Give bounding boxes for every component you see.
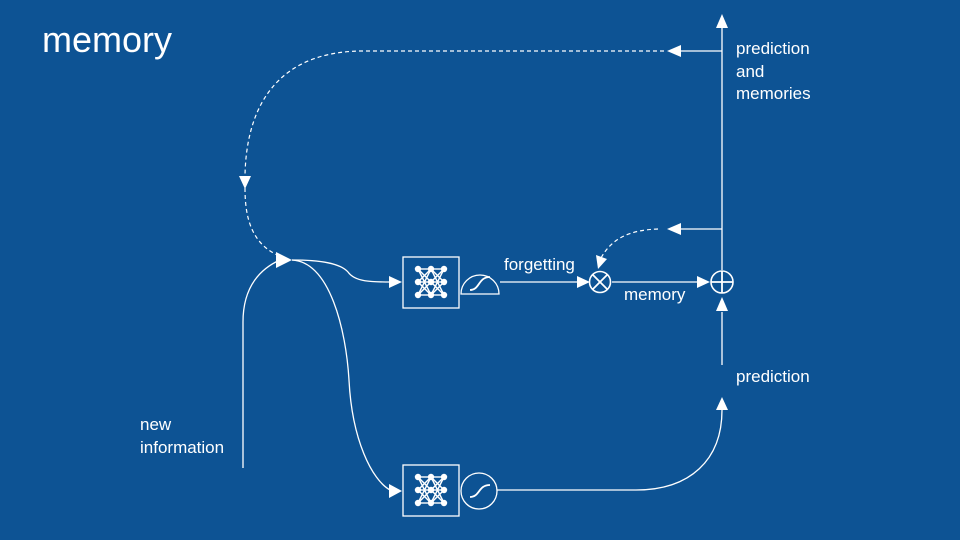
arrowhead-top-left	[667, 45, 681, 57]
sigmoid-icon	[460, 472, 498, 510]
arrowhead-predict-gate	[389, 484, 402, 498]
label-prediction: prediction	[736, 367, 810, 386]
label-new-information: new information	[140, 415, 225, 457]
arrowhead-junction	[276, 252, 292, 268]
prediction-line	[497, 409, 723, 491]
arrowheads	[239, 14, 728, 498]
to-predict-gate-line	[291, 259, 391, 491]
neural-network-icon	[402, 464, 460, 517]
sigmoid-icon	[460, 274, 500, 295]
arrowhead-mid-left	[667, 223, 681, 235]
neural-network-icon	[402, 256, 460, 309]
top-feedback-dashed	[244, 50, 664, 176]
add-gate-icon	[710, 270, 734, 294]
label-prediction-and-memories: prediction and memories	[736, 39, 811, 103]
arrowhead-dashed-down	[239, 176, 251, 189]
solid-connectors	[242, 28, 723, 491]
label-forgetting: forgetting	[504, 255, 575, 274]
loop-back-dashed	[244, 187, 283, 258]
arrowhead-forget-gate	[389, 276, 402, 288]
label-memory: memory	[624, 285, 686, 304]
arrowhead-add-bottom	[716, 297, 728, 311]
to-forget-gate-line	[291, 259, 391, 283]
dashed-connectors	[244, 50, 664, 259]
slide-title: memory	[42, 19, 173, 60]
multiply-gate-icon	[588, 270, 612, 294]
arrowhead-multiply	[577, 276, 590, 288]
new-information-line	[242, 259, 281, 468]
arrowhead-add	[697, 276, 710, 288]
arrowhead-output-top	[716, 14, 728, 28]
mid-feedback-dashed	[600, 228, 659, 259]
arrowhead-mid-dashed	[596, 255, 607, 269]
arrowhead-prediction-up	[716, 397, 728, 410]
